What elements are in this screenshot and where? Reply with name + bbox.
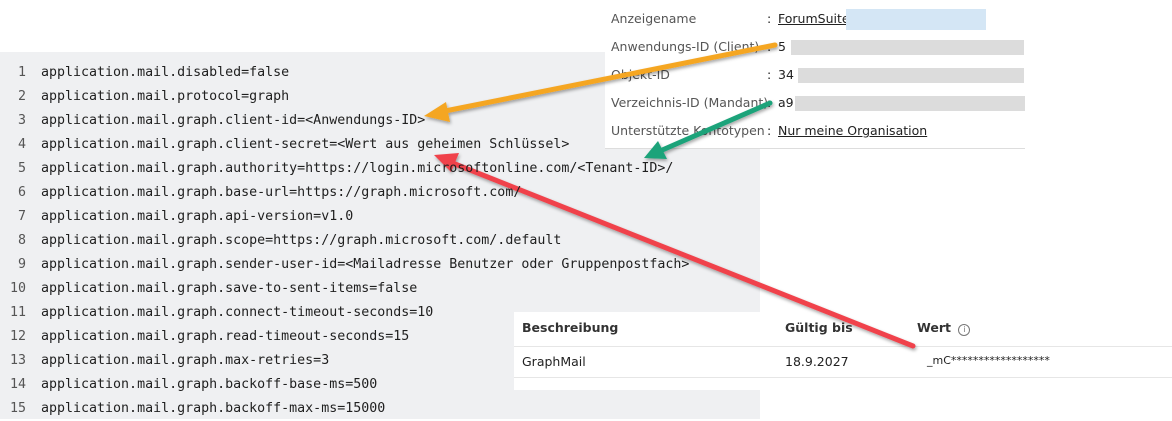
line-number: 8 <box>17 233 26 248</box>
account-types-link[interactable]: Nur meine Organisation <box>778 123 928 138</box>
line-text: application.mail.graph.client-id=<Anwend… <box>41 113 426 128</box>
line-text: application.mail.protocol=graph <box>41 89 290 104</box>
info-icon[interactable]: i <box>958 324 971 336</box>
redaction <box>798 68 1024 83</box>
green-arrow <box>657 100 773 154</box>
line-number: 10 <box>9 281 26 296</box>
redaction <box>791 40 1024 55</box>
secret-description: GraphMail <box>522 354 586 369</box>
line-text: application.mail.graph.api-version=v1.0 <box>41 209 354 224</box>
line-text: application.mail.graph.backoff-max-ms=15… <box>41 401 386 416</box>
line-number: 9 <box>17 257 26 272</box>
line-number: 2 <box>17 89 26 104</box>
line-text: application.mail.graph.read-timeout-seco… <box>41 329 410 344</box>
divider <box>514 377 1172 378</box>
column-header-description: Beschreibung <box>522 320 619 335</box>
secret-value: _mC****************** <box>927 354 1050 367</box>
line-number: 7 <box>17 209 26 224</box>
line-text: application.mail.graph.authority=https:/… <box>41 161 674 176</box>
object-id-value: 34 <box>778 67 794 82</box>
value-header-label: Wert <box>917 320 951 335</box>
separator: : <box>767 11 772 26</box>
info-label: Anzeigename <box>611 11 697 26</box>
redaction <box>795 96 1025 111</box>
column-header-value: Wert i <box>917 320 971 336</box>
line-text: application.mail.graph.scope=https://gra… <box>41 233 562 248</box>
redaction <box>846 9 986 30</box>
info-row-display-name: Anzeigename: ForumSuite <box>611 9 1031 30</box>
info-label: Verzeichnis-ID (Mandant) <box>611 95 769 110</box>
client-id-value: 5 <box>778 39 786 54</box>
line-number: 14 <box>9 377 26 392</box>
line-text: application.mail.graph.client-secret=<We… <box>41 137 570 152</box>
line-number: 4 <box>17 137 26 152</box>
separator: : <box>767 123 772 138</box>
column-header-expires: Gültig bis <box>785 320 853 335</box>
client-secrets-table: Beschreibung Gültig bis Wert i GraphMail… <box>514 312 1172 390</box>
line-text: application.mail.graph.base-url=https://… <box>41 185 522 200</box>
line-number: 12 <box>9 329 26 344</box>
line-text: application.mail.graph.save-to-sent-item… <box>41 281 418 296</box>
line-number: 13 <box>9 353 26 368</box>
line-number: 1 <box>17 65 26 80</box>
line-text: application.mail.graph.connect-timeout-s… <box>41 305 434 320</box>
secret-expires: 18.9.2027 <box>785 354 849 369</box>
tenant-id-value: a9 <box>778 95 794 110</box>
separator: : <box>767 67 772 82</box>
line-number: 5 <box>17 161 26 176</box>
display-name-link[interactable]: ForumSuite <box>778 11 850 26</box>
info-row-account-types: Unterstützte Kontotypen: Nur meine Organ… <box>611 121 1031 141</box>
divider <box>514 346 1172 347</box>
orange-arrow-head <box>424 102 450 122</box>
line-number: 11 <box>9 305 26 320</box>
line-text: application.mail.graph.backoff-base-ms=5… <box>41 377 378 392</box>
line-number: 15 <box>9 401 26 416</box>
line-text: application.mail.graph.max-retries=3 <box>41 353 330 368</box>
red-arrow-head <box>434 153 459 172</box>
info-label: Unterstützte Kontotypen <box>611 123 765 138</box>
info-label: Anwendungs-ID (Client) <box>611 39 760 54</box>
line-number: 3 <box>17 113 26 128</box>
green-arrow-head <box>644 141 667 159</box>
line-text: application.mail.disabled=false <box>41 65 290 80</box>
red-arrow <box>447 159 916 349</box>
orange-arrow <box>437 42 778 115</box>
line-number: 6 <box>17 185 26 200</box>
line-text: application.mail.graph.sender-user-id=<M… <box>41 257 690 272</box>
